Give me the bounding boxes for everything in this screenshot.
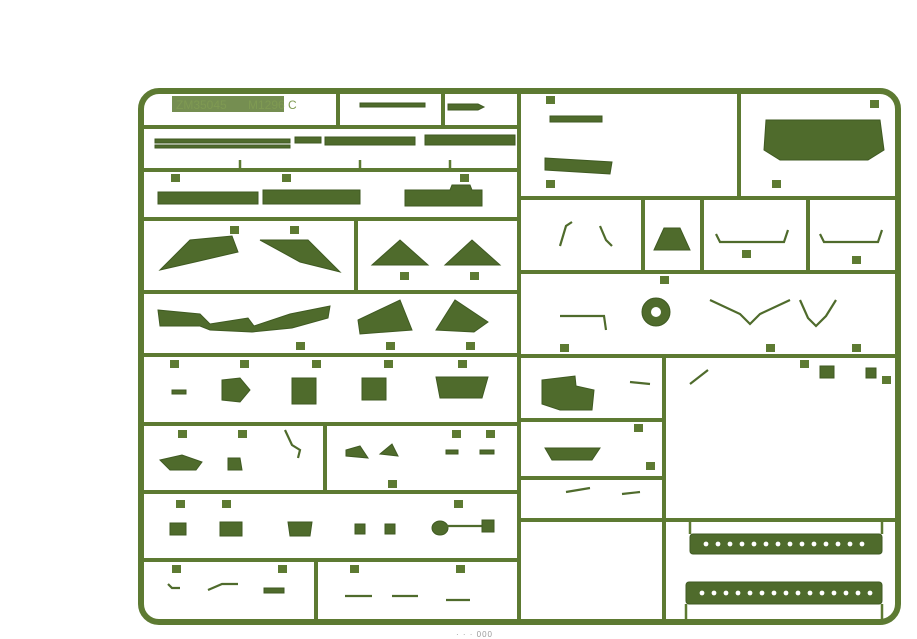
part-track-links: [684, 520, 884, 622]
mold-code-text: ZM35045: [176, 98, 227, 112]
part-guards: [157, 299, 489, 350]
part-right-top: [544, 96, 885, 188]
part-brackets: [159, 429, 495, 488]
model-code-text: M1296: [248, 98, 285, 112]
left-rails: [141, 91, 519, 622]
part-fenders: [158, 226, 502, 280]
track-holes-top: [703, 541, 865, 547]
part-right-row-3: [560, 297, 861, 352]
right-rails: [519, 196, 898, 622]
sprue-letter: C: [288, 98, 297, 112]
footer-caption: · · · 000: [456, 630, 494, 639]
mold-code-plate: [172, 96, 284, 112]
part-handles: [167, 565, 470, 602]
part-long-rods: [154, 102, 516, 170]
part-right-row-2: [558, 221, 884, 284]
part-right-row-4: [541, 360, 891, 411]
part-right-row-5: [544, 424, 655, 496]
part-bars: [157, 174, 483, 207]
part-tools: [169, 500, 495, 537]
part-small-boxes: [170, 360, 489, 405]
track-holes-bottom: [699, 590, 873, 596]
